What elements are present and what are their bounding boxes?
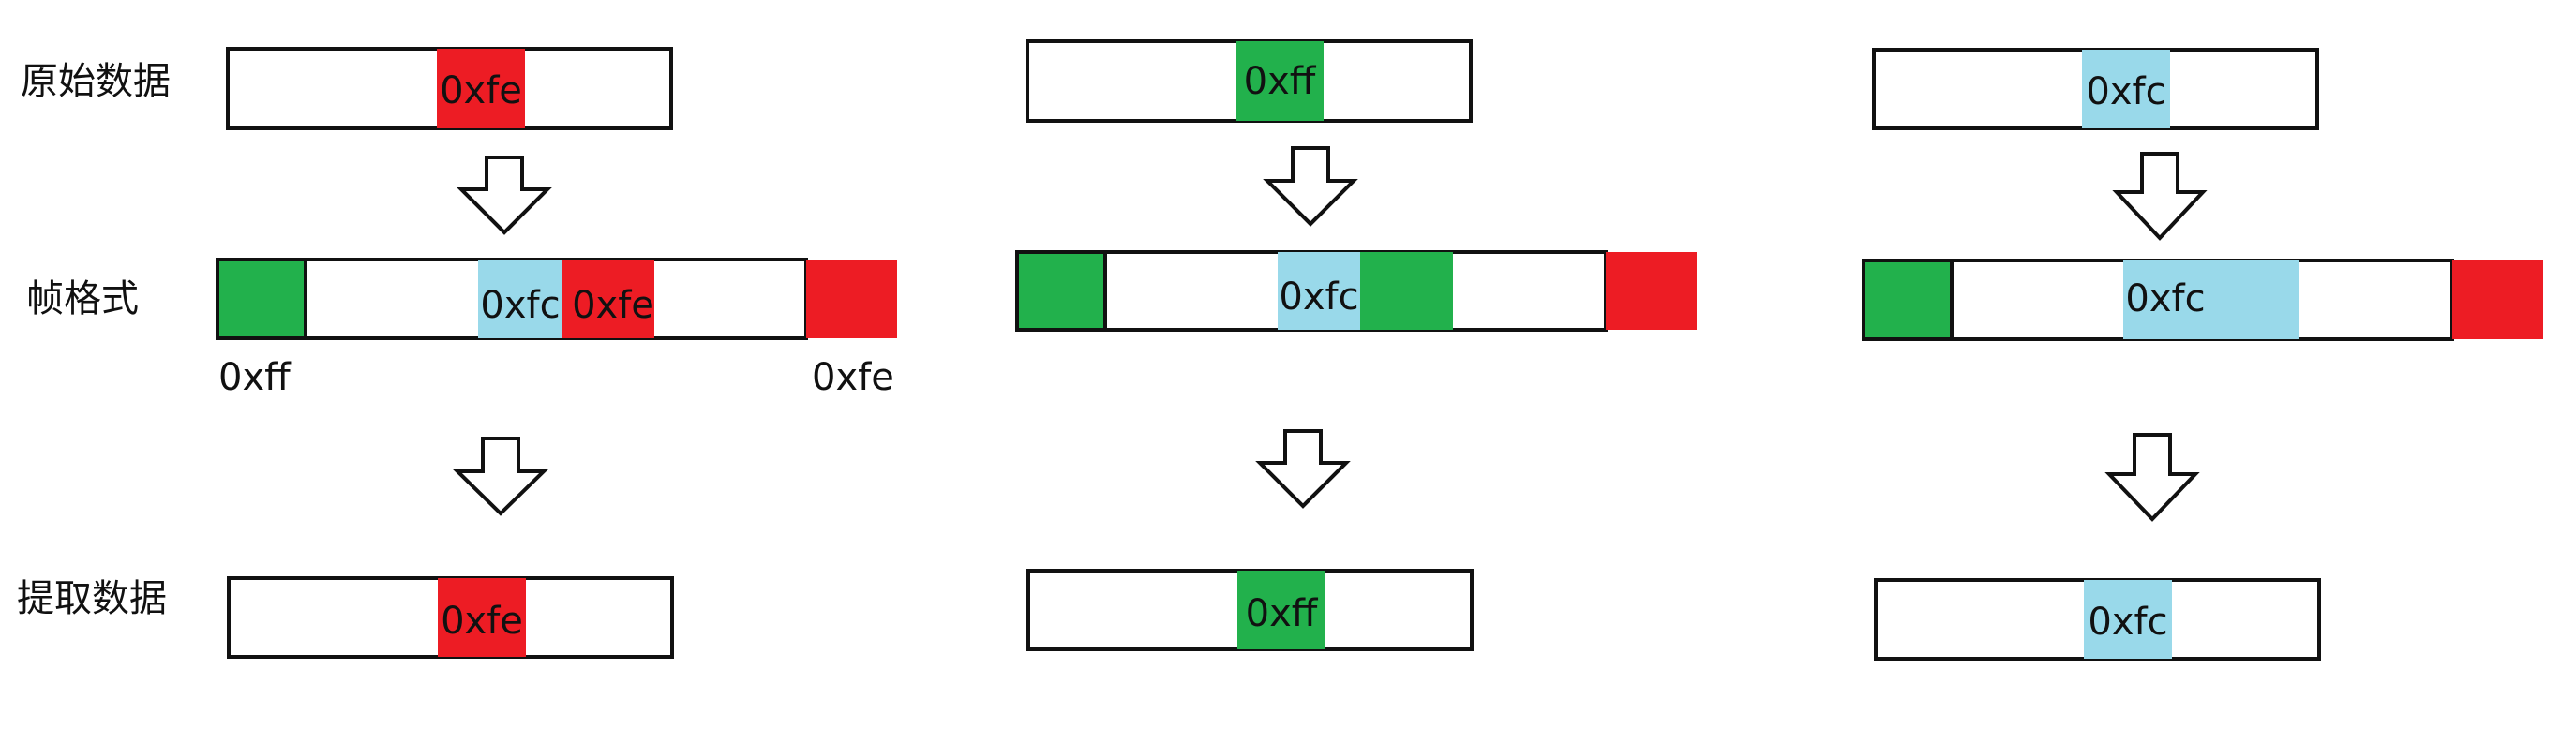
byte-label: 0xfc — [2086, 70, 2165, 113]
down-arrow — [2112, 152, 2208, 241]
down-arrow — [453, 437, 548, 516]
frame-head-cell — [1862, 259, 1954, 341]
byte-cell — [2082, 50, 2170, 128]
down-arrow — [1255, 429, 1351, 509]
frame-tail-cell — [2452, 260, 2543, 339]
escape-cell — [478, 260, 562, 338]
byte-label: 0xfc — [2088, 601, 2167, 644]
down-arrow — [2104, 433, 2200, 522]
down-arrow — [1263, 146, 1358, 227]
byte-cell — [2084, 580, 2172, 659]
row-label-original: 原始数据 — [21, 60, 171, 103]
data-cell — [562, 260, 654, 338]
extract-data-bar-2: 0xff — [1026, 569, 1474, 651]
down-arrow — [457, 156, 552, 235]
byte-label: 0xff — [1244, 60, 1317, 103]
byte-label: 0xfe — [441, 600, 523, 643]
data-cell — [2207, 260, 2299, 339]
escape-byte-label: 0xfc — [1279, 275, 1358, 319]
byte-label: 0xff — [1246, 592, 1319, 635]
byte-cell — [1237, 571, 1325, 649]
extract-data-bar-1: 0xfe — [227, 576, 674, 659]
column-1: 0xfe 0xfc 0xfe 0xff 0xfe 0xfe — [216, 47, 897, 659]
byte-cell — [437, 49, 525, 128]
escape-cell — [2123, 260, 2207, 339]
byte-cell — [438, 578, 526, 657]
row-label-frame: 帧格式 — [26, 277, 139, 320]
row-label-extract: 提取数据 — [17, 577, 167, 620]
frame-bar-2: 0xfc — [1015, 250, 1697, 332]
frame-head-cell — [216, 258, 307, 340]
column-3: 0xfc 0xfc 0xfc — [1862, 48, 2543, 661]
frame-tail-cell — [1606, 252, 1697, 330]
escape-byte-label: 0xfc — [2125, 277, 2205, 320]
original-data-bar-2: 0xff — [1026, 39, 1473, 123]
original-data-bar-1: 0xfe — [226, 47, 673, 130]
frame-tail-cell — [806, 260, 897, 338]
escape-byte-label: 0xfc — [480, 284, 560, 327]
extract-data-bar-3: 0xfc — [1874, 578, 2321, 661]
frame-head-label: 0xff — [218, 356, 292, 399]
frame-tail-label: 0xfe — [812, 356, 894, 399]
column-2: 0xff 0xfc 0xff — [1015, 39, 1697, 651]
frame-head-cell — [1015, 250, 1107, 332]
data-byte-label: 0xfe — [572, 284, 654, 327]
data-cell — [1360, 252, 1453, 330]
frame-bar-1: 0xfc 0xfe — [216, 258, 897, 340]
original-data-bar-3: 0xfc — [1872, 48, 2319, 130]
byte-cell — [1236, 41, 1324, 121]
frame-bar-3: 0xfc — [1862, 259, 2543, 341]
escape-cell — [1278, 252, 1360, 330]
byte-label: 0xfe — [440, 69, 522, 112]
